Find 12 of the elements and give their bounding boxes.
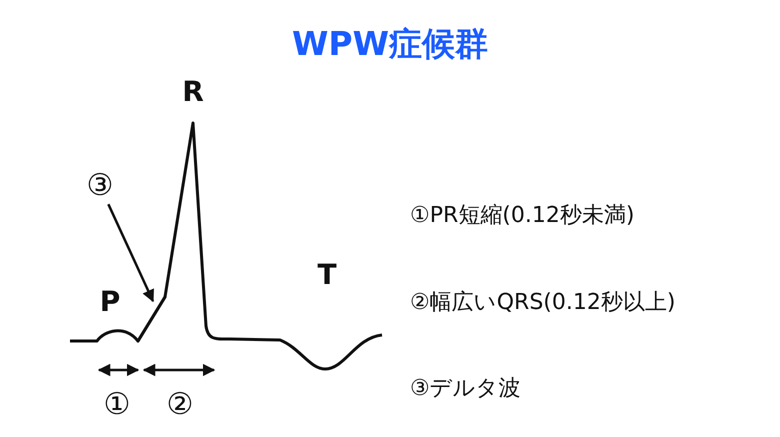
- wave-label: T: [317, 261, 337, 289]
- title: WPW症候群: [291, 23, 489, 65]
- callout-number: ①: [104, 390, 130, 420]
- callout-number: ②: [166, 390, 194, 420]
- criterion-text: ②幅広いQRS(0.12秒以上): [410, 289, 676, 317]
- wave-label: R: [182, 78, 204, 106]
- leader-arrow: [107, 204, 154, 302]
- delta-wave-segment: [136, 296, 166, 342]
- wave-label: P: [100, 288, 120, 316]
- criterion-text: ①PR短縮(0.12秒未満): [410, 202, 634, 230]
- callout-number: ③: [86, 171, 114, 201]
- criterion-text: ③デルタ波: [410, 375, 521, 403]
